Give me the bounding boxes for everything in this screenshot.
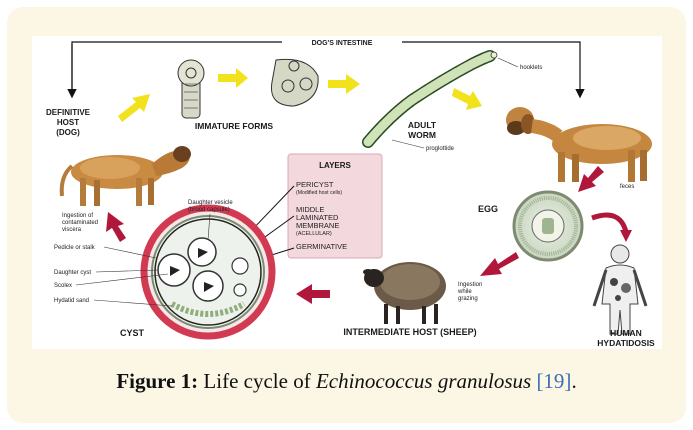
layer-middle-3: MEMBRANE: [296, 221, 339, 230]
svg-text:Daughter vesicle: Daughter vesicle: [188, 200, 233, 206]
svg-text:WORM: WORM: [408, 130, 436, 140]
svg-text:Ingestion of: Ingestion of: [62, 213, 93, 219]
egg-label: EGG: [478, 204, 498, 214]
ingestion-viscera-label: Ingestion of contaminated viscera: [62, 213, 98, 233]
arrow-to-definitive-host: [106, 212, 126, 242]
cyst-image: [144, 208, 272, 336]
svg-text:HOST: HOST: [57, 118, 79, 127]
layers-title: LAYERS: [319, 161, 351, 170]
figure-caption: Figure 1: Life cycle of Echinococcus gra…: [0, 369, 693, 394]
immature-forms-label: IMMATURE FORMS: [195, 121, 274, 131]
layer-pericyst-note: (Modified host cells): [296, 190, 342, 196]
intermediate-host-label: INTERMEDIATE HOST (SHEEP): [343, 327, 476, 337]
caption-end: .: [571, 369, 576, 393]
life-cycle-diagram: DOG'S INTESTINE DEFINITIVE HOST (DOG): [32, 36, 662, 349]
layer-middle-note: (ACELLULAR): [296, 231, 332, 237]
proglottide-label: proglottide: [426, 146, 455, 152]
svg-text:while: while: [457, 289, 472, 295]
svg-text:ADULT: ADULT: [408, 120, 437, 130]
immature-form-2-image: [271, 59, 318, 106]
arrow-to-sheep: [480, 252, 519, 276]
svg-text:contaminated: contaminated: [62, 220, 98, 226]
svg-text:grazing: grazing: [458, 296, 478, 302]
arrow-feces: [578, 166, 604, 192]
svg-text:Hydatid sand: Hydatid sand: [54, 298, 89, 304]
arrow-immature-to-immature: [218, 68, 248, 88]
cyst-label: CYST: [120, 328, 145, 338]
caption-text: Life cycle of: [198, 369, 316, 393]
svg-text:viscera: viscera: [62, 227, 82, 233]
arrow-to-adult-worm: [328, 74, 360, 94]
svg-text:HUMAN: HUMAN: [610, 328, 642, 338]
immature-form-1-image: [178, 60, 204, 118]
arrow-to-cyst: [296, 284, 330, 304]
svg-text:Ingestion: Ingestion: [458, 282, 482, 288]
dog-left-image: [62, 146, 191, 206]
svg-text:(brood capsule): (brood capsule): [188, 207, 230, 213]
svg-text:Scolex: Scolex: [54, 283, 72, 289]
feces-label: feces: [620, 184, 634, 190]
layer-pericyst: PERICYST: [296, 180, 334, 189]
caption-reference-link[interactable]: [19]: [536, 369, 571, 393]
svg-text:Pedicle or stalk: Pedicle or stalk: [54, 245, 96, 251]
arrow-to-immature-forms: [118, 94, 150, 122]
human-hydatidosis-label: HUMAN HYDATIDOSIS: [597, 328, 655, 348]
sheep-image: [363, 262, 446, 324]
dogs-intestine-label: DOG'S INTESTINE: [312, 40, 373, 47]
layer-germinative: GERMINATIVE: [296, 242, 347, 251]
pedicle-label: Pedicle or stalk: [54, 245, 156, 258]
svg-text:Daughter cyst: Daughter cyst: [54, 270, 91, 276]
adult-worm-label: ADULT WORM: [408, 120, 437, 140]
arrow-to-dog-right: [452, 88, 482, 110]
human-image: [594, 245, 646, 334]
svg-text:DEFINITIVE: DEFINITIVE: [46, 108, 91, 117]
caption-label: Figure 1:: [116, 369, 198, 393]
ingestion-grazing-label: Ingestion while grazing: [457, 282, 482, 302]
egg-image: [514, 192, 582, 260]
arrow-to-human: [592, 215, 632, 242]
dog-right-image: [506, 107, 652, 182]
svg-text:(DOG): (DOG): [56, 128, 80, 137]
definitive-host-label: DEFINITIVE HOST (DOG): [46, 108, 91, 137]
hooklets-label: hooklets: [520, 65, 542, 71]
svg-text:HYDATIDOSIS: HYDATIDOSIS: [597, 338, 655, 348]
caption-species: Echinococcus granulosus: [316, 369, 531, 393]
